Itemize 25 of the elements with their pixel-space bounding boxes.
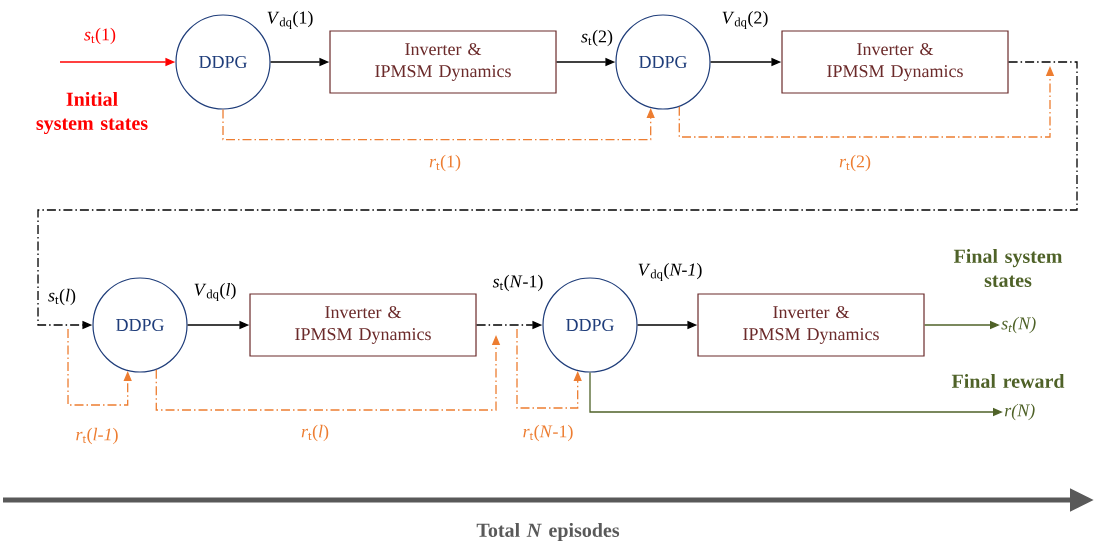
- edge-label: r$_{t}$(1): [428, 153, 463, 173]
- output-label: r(N): [1004, 403, 1035, 421]
- process-box: Inverter & IPMSM Dynamics: [329, 30, 557, 94]
- edge-label: s$_{t}$(l): [47, 287, 77, 307]
- edge-label: r$_{t}$(l): [300, 423, 331, 443]
- edge-label: V$_{dq}$(2): [720, 10, 770, 30]
- feedback-arrow: [222, 108, 655, 141]
- output-label: s$_{t}$(N): [1001, 316, 1036, 334]
- process-box: Inverter & IPMSM Dynamics: [249, 293, 477, 357]
- edge-label: s$_{t}$(1): [83, 26, 117, 46]
- process-box: Inverter & IPMSM Dynamics: [781, 30, 1009, 94]
- edge-label: V$_{dq}$(N-1): [636, 262, 704, 282]
- edge-label: r$_{t}$(N-1): [521, 423, 575, 443]
- edge-label: s$_{t}$(2): [580, 28, 614, 48]
- edge-label: s$_{t}$(N-1): [491, 273, 545, 293]
- edge-label: r$_{t}$(l-1): [74, 426, 120, 446]
- initial-states-label: Initial system states: [36, 91, 148, 135]
- edge-label: r$_{t}$(2): [838, 153, 873, 173]
- edge-label: V$_{dq}$(l): [192, 282, 238, 302]
- episodes-label: Total N episodes: [476, 522, 620, 542]
- process-box: Inverter & IPMSM Dynamics: [697, 293, 925, 357]
- feedback-arrow: [67, 328, 132, 406]
- final-states-label: Final system states: [953, 248, 1063, 288]
- feedback-arrow: [516, 328, 582, 409]
- final-reward-label: Final reward: [951, 373, 1065, 389]
